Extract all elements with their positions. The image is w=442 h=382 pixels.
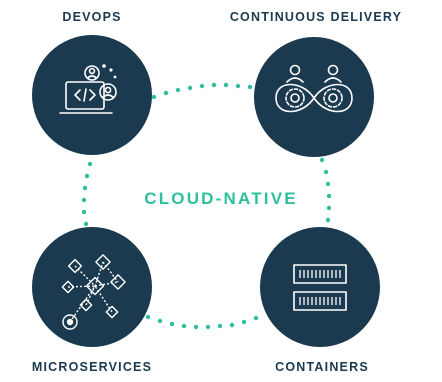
devops-decor-dots [102,64,117,79]
diagram-title: CLOUD-NATIVE [144,189,298,208]
microservices-network-icon [61,254,126,330]
containers-label: CONTAINERS [275,360,369,374]
microservices-node [32,227,152,347]
containers-node [260,227,380,347]
devops-label: DEVOPS [62,10,122,24]
continuous-delivery-node [254,37,374,157]
devops-laptop-users-icon [59,65,117,114]
containers-icon [293,264,347,311]
continuous-delivery-label: CONTINUOUS DELIVERY [229,10,403,24]
dotted-connector-bottom [145,314,259,330]
continuous-delivery-gears-icon [275,64,353,113]
devops-node [32,35,152,155]
microservices-label: MICROSERVICES [31,360,153,374]
dotted-connector-top [151,82,253,100]
dotted-connector-left [81,149,98,239]
